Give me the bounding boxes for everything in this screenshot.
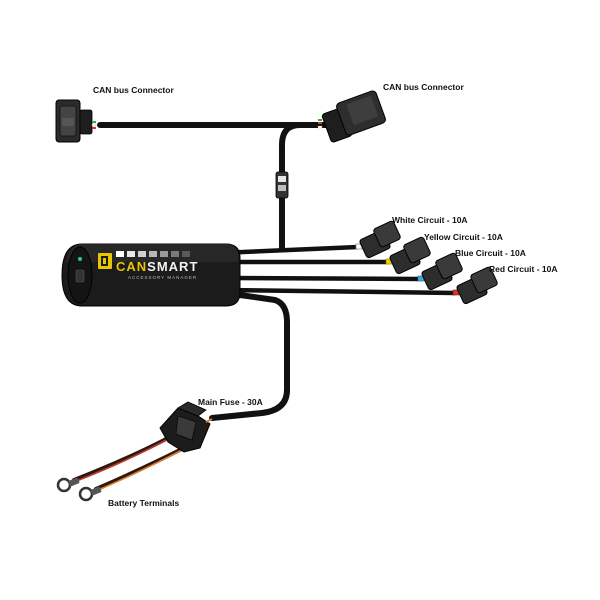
- main-fuse-holder: [159, 401, 213, 453]
- blue-circuit-cable: [225, 275, 423, 282]
- white-circuit-cable: [217, 244, 361, 256]
- logo-text: DENALI: [100, 270, 113, 274]
- can-bus-connector-right: [317, 90, 386, 143]
- red-circuit-connector: [452, 266, 498, 305]
- blue-circuit-connector: [417, 252, 463, 291]
- power-cable: [209, 292, 290, 421]
- label-can-left: CAN bus Connector: [93, 85, 174, 95]
- white-circuit-connector: [355, 220, 401, 259]
- module-subtitle: ACCESSORY MANAGER: [128, 275, 197, 280]
- battery-lead-negative-stripe: [95, 445, 191, 492]
- label-can-right: CAN bus Connector: [383, 82, 464, 92]
- battery-lead-negative: [94, 444, 190, 491]
- ring-terminal-negative: [78, 486, 102, 502]
- can-bus-cable-left: [97, 122, 303, 251]
- red-circuit-cable: [222, 287, 458, 296]
- can-bus-connector-left: [55, 99, 97, 143]
- module-brand: CANSMART: [116, 259, 198, 274]
- label-main-fuse: Main Fuse - 30A: [198, 397, 263, 407]
- indicator-led-strip: [116, 251, 190, 257]
- battery-lead-positive-stripe: [73, 436, 173, 483]
- label-yellow-circuit: Yellow Circuit - 10A: [424, 232, 503, 242]
- label-white-circuit: White Circuit - 10A: [392, 215, 468, 225]
- label-blue-circuit: Blue Circuit - 10A: [455, 248, 526, 258]
- status-led: [78, 257, 82, 261]
- brand-prefix: CAN: [116, 259, 147, 274]
- cable-harness: [97, 122, 458, 421]
- ring-terminal-positive: [56, 477, 80, 493]
- brand-suffix: SMART: [147, 259, 198, 274]
- inline-splice-connector: [275, 171, 289, 199]
- battery-lead-positive: [72, 435, 172, 482]
- usb-port: [75, 269, 85, 283]
- label-red-circuit: Red Circuit - 10A: [489, 264, 558, 274]
- label-battery-terminals: Battery Terminals: [108, 498, 179, 508]
- cansmart-module: DENALI CANSMART ACCESSORY MANAGER: [61, 243, 241, 307]
- yellow-circuit-connector: [385, 236, 431, 275]
- battery-leads: [72, 435, 191, 492]
- callout-labels: CAN bus Connector CAN bus Connector Whit…: [93, 82, 558, 508]
- denali-logo: DENALI: [98, 253, 113, 274]
